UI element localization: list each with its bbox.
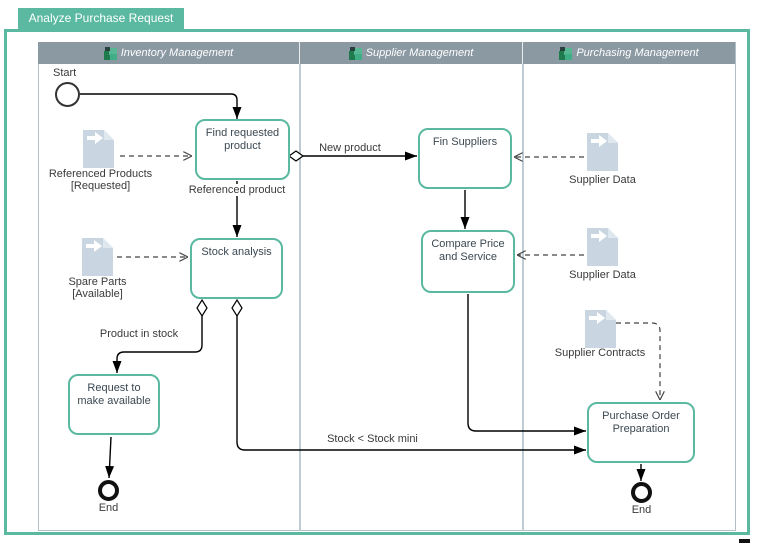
end-event-label: End bbox=[631, 504, 652, 516]
start-event-label: Start bbox=[53, 67, 77, 79]
lane-header-supplier-management[interactable]: Supplier Management bbox=[299, 42, 522, 64]
document-icon-supplier-data-1[interactable] bbox=[587, 133, 618, 176]
lane-label: Inventory Management bbox=[120, 47, 234, 59]
lane-label: Purchasing Management bbox=[576, 47, 699, 59]
conditional-diamond-new-product bbox=[287, 150, 305, 162]
task-compare-price-and-service[interactable]: Compare Price and Service bbox=[421, 230, 515, 293]
conditional-diamond-stock-mini bbox=[231, 298, 243, 318]
end-event-purchasing[interactable] bbox=[631, 482, 652, 503]
lane-icon bbox=[559, 46, 573, 60]
assoc-supplier-contracts[interactable] bbox=[616, 322, 660, 400]
task-request-to-make-available[interactable]: Request to make available bbox=[68, 374, 160, 435]
task-stock-analysis[interactable]: Stock analysis bbox=[190, 238, 283, 299]
flow-label-stock-lt-stock-mini: Stock < Stock mini bbox=[320, 433, 425, 445]
task-find-requested-product[interactable]: Find requested product bbox=[195, 119, 290, 180]
end-event-inventory[interactable] bbox=[98, 480, 119, 501]
flow-start-to-find-product[interactable] bbox=[80, 93, 242, 119]
flow-label-product-in-stock: Product in stock bbox=[93, 328, 185, 340]
document-label-supplier-data-1: Supplier Data bbox=[569, 174, 636, 186]
lane-icon bbox=[103, 46, 117, 60]
conditional-diamond-product-in-stock bbox=[196, 298, 208, 318]
lane-header-row: Inventory Management Supplier Management… bbox=[38, 42, 736, 64]
task-fin-suppliers[interactable]: Fin Suppliers bbox=[418, 128, 512, 189]
resize-handle[interactable] bbox=[739, 539, 750, 543]
flow-stock-lt-mini[interactable] bbox=[236, 316, 586, 455]
lane-label: Supplier Management bbox=[365, 47, 474, 59]
document-label-supplier-data-2: Supplier Data bbox=[569, 269, 636, 281]
document-icon-spare-parts[interactable] bbox=[82, 238, 113, 281]
diagram-title-tab[interactable]: Analyze Purchase Request bbox=[18, 8, 184, 29]
flow-compare-to-purchase-order[interactable] bbox=[467, 294, 586, 436]
document-label-spare-parts: Spare Parts [Available] bbox=[68, 276, 127, 300]
lane-header-inventory-management[interactable]: Inventory Management bbox=[38, 42, 299, 64]
lane-divider-2 bbox=[522, 64, 524, 531]
flow-request-to-end[interactable] bbox=[105, 436, 115, 479]
lane-header-purchasing-management[interactable]: Purchasing Management bbox=[522, 42, 735, 64]
flow-label-new-product: New product bbox=[305, 142, 395, 154]
task-purchase-order-preparation[interactable]: Purchase Order Preparation bbox=[587, 402, 695, 463]
document-label-referenced-products: Referenced Products [Requested] bbox=[48, 168, 153, 192]
document-icon-supplier-contracts[interactable] bbox=[585, 310, 616, 353]
flow-product-in-stock[interactable] bbox=[112, 316, 203, 373]
document-label-supplier-contracts: Supplier Contracts bbox=[554, 347, 646, 359]
document-icon-supplier-data-2[interactable] bbox=[587, 228, 618, 271]
end-event-label: End bbox=[98, 502, 119, 514]
lane-icon bbox=[348, 46, 362, 60]
lane-divider-1 bbox=[299, 64, 301, 531]
flow-label-referenced-product: Referenced product bbox=[184, 184, 290, 196]
document-icon-referenced-products[interactable] bbox=[83, 130, 114, 173]
start-event[interactable] bbox=[55, 82, 80, 107]
